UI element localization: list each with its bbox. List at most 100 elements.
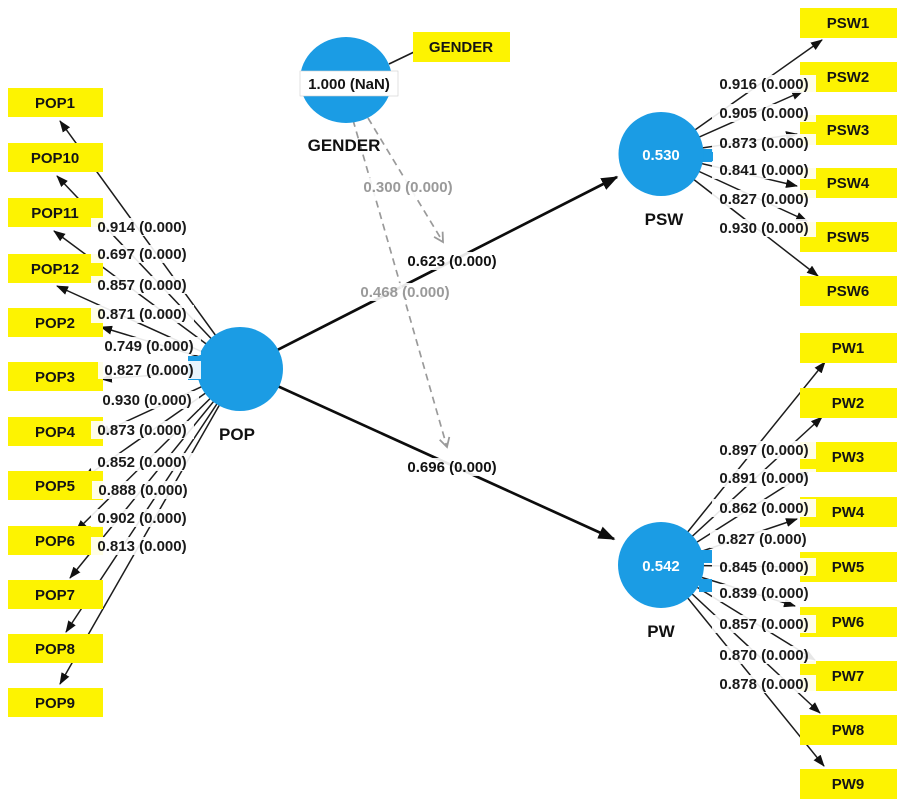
indicator-box: POP12 xyxy=(8,254,103,283)
path-coefficient-gender-pw: 0.468 (0.000) xyxy=(355,283,455,301)
indicator-label: POP1 xyxy=(35,95,75,112)
indicator-box: POP5 xyxy=(8,471,103,500)
loading-label: 0.871 (0.000) xyxy=(91,305,194,323)
loading-value: 0.827 (0.000) xyxy=(104,362,193,379)
indicator-label: PW2 xyxy=(832,395,865,412)
indicator-rect xyxy=(800,168,897,198)
path-coefficient-value: 0.696 (0.000) xyxy=(407,459,496,476)
loading-value: 0.873 (0.000) xyxy=(719,135,808,152)
pw-circle xyxy=(618,522,704,608)
loading-value: 0.873 (0.000) xyxy=(97,422,186,439)
loading-label: 0.841 (0.000) xyxy=(712,161,816,179)
loading-value: 0.845 (0.000) xyxy=(719,559,808,576)
loading-label: 0.852 (0.000) xyxy=(91,453,194,471)
indicator-rect xyxy=(800,715,897,745)
loading-label: 0.905 (0.000) xyxy=(712,104,816,122)
loading-label: 0.930 (0.000) xyxy=(96,391,199,409)
indicator-box: PSW1 xyxy=(800,8,897,38)
indicator-box: PSW5 xyxy=(800,222,897,252)
indicator-label: PW3 xyxy=(832,449,865,466)
loading-label: 0.897 (0.000) xyxy=(712,441,816,459)
latent-node-pw: 0.542 PW xyxy=(618,522,712,641)
label-bg xyxy=(712,441,816,459)
indicator-rect xyxy=(8,526,103,555)
path-coefficient-pop-pw: 0.696 (0.000) xyxy=(401,458,503,476)
indicator-label: GENDER xyxy=(429,39,493,56)
path-arrow-pop-psw xyxy=(239,175,619,371)
path-coefficient-value: 0.468 (0.000) xyxy=(360,284,449,301)
loading-value: 0.897 (0.000) xyxy=(719,442,808,459)
psw-indicator-boxes: PSW1 PSW2 PSW3 PSW4 PSW5 PSW6 xyxy=(800,8,897,306)
loading-label: 0.914 (0.000) xyxy=(91,218,194,236)
loading-value: 0.862 (0.000) xyxy=(719,500,808,517)
indicator-box: POP10 xyxy=(8,143,103,172)
indicator-rect xyxy=(8,143,103,172)
path-coefficient-value: 0.623 (0.000) xyxy=(407,253,496,270)
indicator-box: PW5 xyxy=(800,552,897,582)
indicator-rect xyxy=(800,497,897,527)
loading-label: 0.857 (0.000) xyxy=(91,276,194,294)
indicator-label: PSW1 xyxy=(827,15,870,32)
loading-value: 0.857 (0.000) xyxy=(97,277,186,294)
indicator-rect xyxy=(8,308,103,337)
label-bg xyxy=(91,245,194,263)
path-coefficient-gender-psw: 0.300 (0.000) xyxy=(358,178,458,196)
loading-value: 0.930 (0.000) xyxy=(102,392,191,409)
loading-value: 0.878 (0.000) xyxy=(719,676,808,693)
pw-connector-stub xyxy=(699,579,712,592)
indicator-rect xyxy=(800,62,897,92)
pop-indicator-boxes: POP1 POP10 POP11 POP12 POP2 POP3 POP4 PO… xyxy=(8,88,103,717)
indicator-label: PW8 xyxy=(832,722,865,739)
indicator-rect xyxy=(800,115,897,145)
indicator-box: POP8 xyxy=(8,634,103,663)
loading-label: 0.827 (0.000) xyxy=(712,190,816,208)
path-coefficient-value: 0.300 (0.000) xyxy=(363,179,452,196)
label-bg xyxy=(358,178,458,196)
indicator-rect xyxy=(8,580,103,609)
label-bg xyxy=(712,219,816,237)
loading-value: 0.891 (0.000) xyxy=(719,470,808,487)
indicator-label: POP7 xyxy=(35,587,75,604)
latent-node-gender: 1.000 (NaN) GENDER xyxy=(299,37,399,155)
loading-value: 0.857 (0.000) xyxy=(719,616,808,633)
loading-label: 0.930 (0.000) xyxy=(712,219,816,237)
label-bg xyxy=(712,75,816,93)
loading-value: 0.905 (0.000) xyxy=(719,105,808,122)
indicator-rect xyxy=(8,198,103,227)
indicator-label: PW1 xyxy=(832,340,865,357)
indicator-label: PSW3 xyxy=(827,122,870,139)
label-bg xyxy=(91,305,194,323)
loading-value: 0.888 (0.000) xyxy=(98,482,187,499)
indicator-rect xyxy=(800,442,897,472)
psw-loading-labels: 0.916 (0.000) 0.905 (0.000) 0.873 (0.000… xyxy=(712,75,816,237)
loading-label: 0.839 (0.000) xyxy=(712,584,816,602)
label-bg xyxy=(712,469,816,487)
loading-label: 0.902 (0.000) xyxy=(91,509,194,527)
label-bg xyxy=(91,421,194,439)
psw-label: PSW xyxy=(645,210,685,229)
latent-node-psw: 0.530 PSW xyxy=(618,112,713,229)
psw-r2-value: 0.530 xyxy=(642,147,680,164)
loading-label: 0.878 (0.000) xyxy=(712,675,816,693)
indicator-label: POP2 xyxy=(35,315,75,332)
label-bg xyxy=(91,276,194,294)
loading-label: 0.813 (0.000) xyxy=(91,537,194,555)
indicator-box: POP11 xyxy=(8,198,103,227)
label-bg xyxy=(712,104,816,122)
loading-value: 0.827 (0.000) xyxy=(717,531,806,548)
label-bg xyxy=(712,615,816,633)
indicator-label: PW7 xyxy=(832,668,865,685)
label-bg xyxy=(401,252,503,270)
latent-node-pop: POP xyxy=(188,327,283,444)
gender-score: 1.000 (NaN) xyxy=(308,76,390,93)
loading-value: 0.841 (0.000) xyxy=(719,162,808,179)
indicator-label: PSW6 xyxy=(827,283,870,300)
indicator-label: POP4 xyxy=(35,424,76,441)
indicator-label: POP10 xyxy=(31,150,79,167)
path-arrow-pop-pw xyxy=(239,367,616,541)
indicator-rect xyxy=(800,661,897,691)
indicator-label: POP6 xyxy=(35,533,75,550)
indicator-box: PSW4 xyxy=(800,168,897,198)
pop-label: POP xyxy=(219,425,255,444)
label-bg xyxy=(91,509,194,527)
